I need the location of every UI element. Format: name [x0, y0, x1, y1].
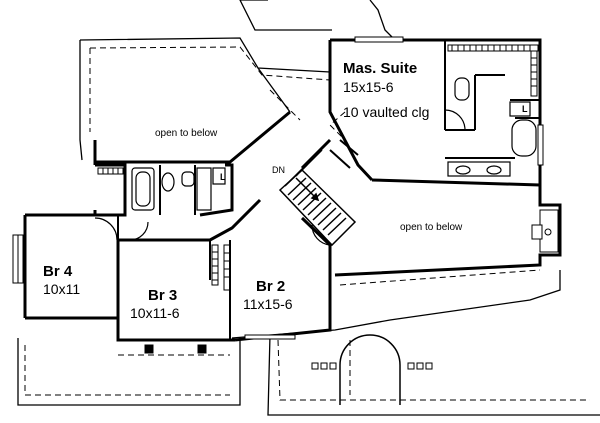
arch-entry [339, 334, 401, 405]
closets [97, 44, 539, 291]
toilet-hall-icon [161, 172, 175, 192]
stair-rail [300, 138, 332, 170]
stair-dn-label: DN [272, 165, 285, 175]
bathtub-icon [131, 167, 155, 211]
br3-name: Br 3 [148, 287, 177, 304]
tub-icon [511, 119, 537, 157]
open-to-below-right: open to below [400, 222, 463, 233]
doors [94, 109, 466, 246]
br2-size: 11x15-6 [243, 296, 293, 312]
br3-size: 10x11-6 [130, 305, 180, 321]
linen-label-master: L [522, 104, 528, 114]
fixtures [131, 77, 537, 211]
linen-label-hall: L [220, 172, 226, 182]
dashed-lines [24, 46, 590, 401]
closet-br3 [223, 244, 231, 291]
br4-size: 10x11 [43, 281, 80, 297]
master-suite-size: 15x15-6 [343, 79, 394, 95]
decorative-blocks [311, 362, 433, 370]
vanity-icon [447, 161, 511, 177]
windows [12, 36, 559, 354]
br2-name: Br 2 [256, 278, 285, 295]
closet-bath [97, 167, 124, 175]
stair-arrow [295, 177, 320, 202]
roof-outline [17, 0, 600, 416]
closet-br2 [211, 244, 219, 286]
master-suite-name: Mas. Suite [343, 60, 417, 77]
open-to-below-upper: open to below [155, 128, 218, 139]
br4-name: Br 4 [43, 263, 73, 280]
closet-master [447, 44, 539, 97]
master-suite-note: 10 vaulted clg [343, 104, 429, 120]
toilet-icon [454, 77, 470, 101]
